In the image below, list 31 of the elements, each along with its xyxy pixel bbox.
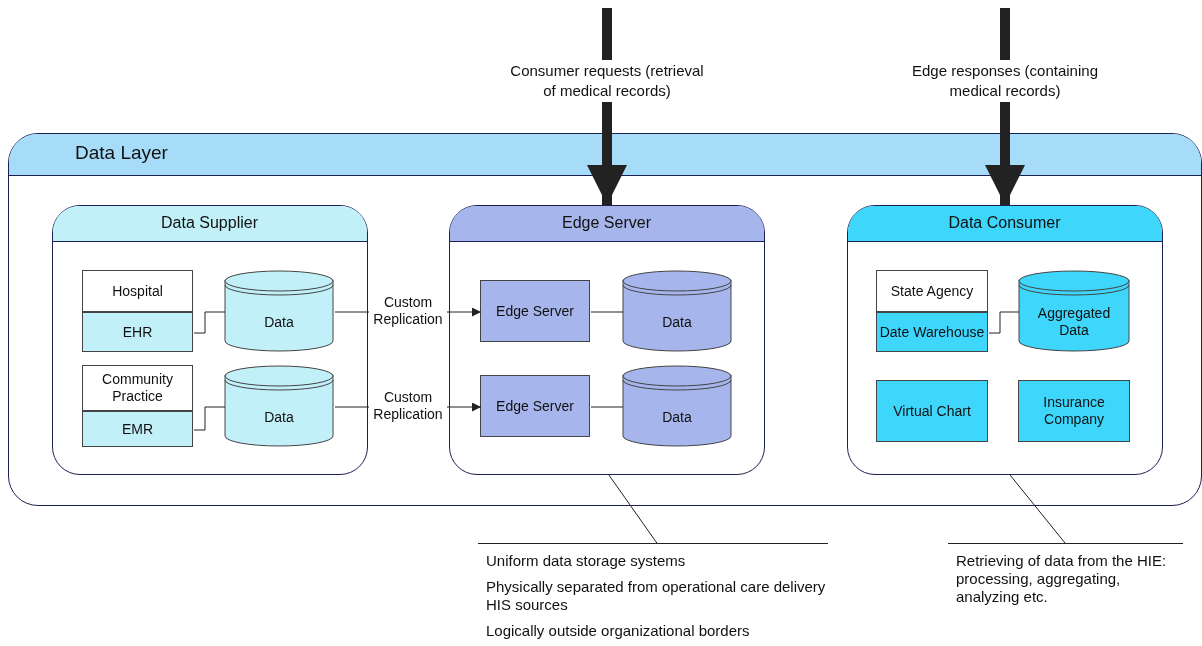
panel-header: Data Supplier	[52, 205, 367, 242]
process-box: Edge Server	[480, 375, 590, 437]
layer-panel	[8, 133, 1202, 506]
process-box: Insurance Company	[1018, 380, 1130, 442]
process-box: EHR	[82, 312, 193, 352]
leader-line	[1009, 474, 1066, 544]
group-panel	[846, 204, 1163, 475]
connector-line	[590, 311, 624, 313]
process-box: Date Warehouse	[876, 312, 988, 352]
annotation-text: Retrieving of data from the HIE: processing, aggregating, analyzing etc.	[956, 552, 1168, 606]
edge-label: Custom Replication	[369, 389, 447, 423]
process-box: EMR	[82, 411, 193, 447]
process-box: Community Practice	[82, 365, 193, 411]
annotation-text: Uniform data storage systems	[486, 552, 687, 570]
panel-header: Data Layer	[9, 134, 1201, 176]
panel-header: Edge Server	[449, 205, 764, 242]
process-box: Virtual Chart	[876, 380, 988, 442]
process-box: Hospital	[82, 270, 193, 312]
connector-line	[193, 311, 226, 334]
edge-label: Custom Replication	[369, 294, 447, 328]
process-box: Edge Server	[480, 280, 590, 342]
annotation-text: Physically separated from operational care delivery HIS sources	[486, 578, 827, 614]
group-panel	[448, 204, 765, 475]
group-panel	[51, 204, 368, 475]
connector-line	[590, 406, 624, 408]
panel-header: Data Consumer	[847, 205, 1162, 242]
annotation-text: Logically outside organizational borders	[486, 622, 751, 640]
connector-line	[988, 311, 1020, 334]
leader-line	[608, 474, 658, 544]
connector-line	[193, 406, 226, 431]
process-box: State Agency	[876, 270, 988, 312]
